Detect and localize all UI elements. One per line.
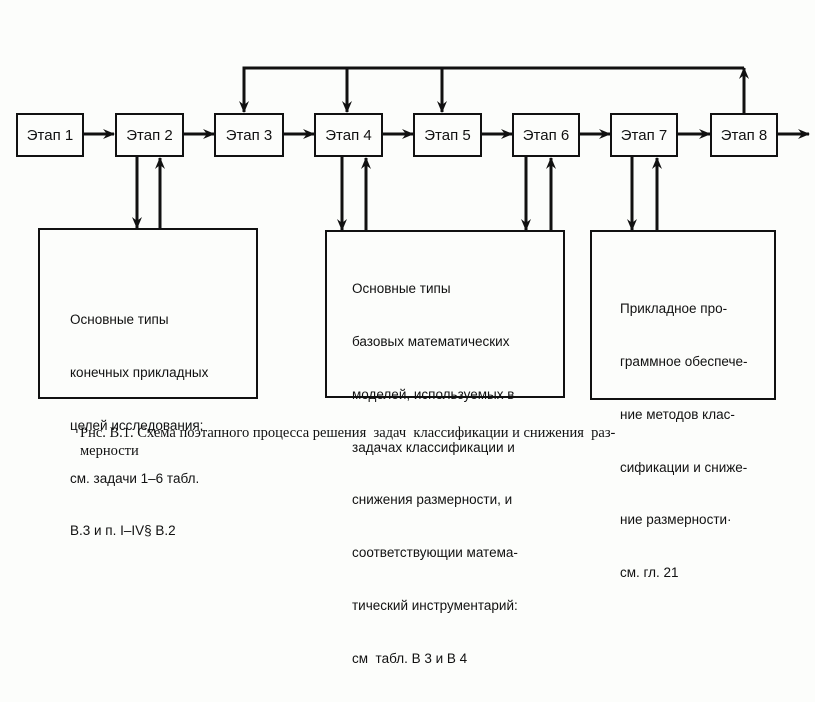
text-line: граммное обеспече-: [620, 353, 748, 369]
stage-1-box: Этап 1: [16, 113, 84, 157]
text-line: Основные типы: [352, 281, 451, 297]
feedback-line: [242, 66, 744, 112]
text-line: ние размерности·: [620, 512, 732, 528]
stage-label: Этап 1: [26, 126, 74, 144]
info-goals-text: Основные типы конечных прикладных целей …: [70, 276, 208, 575]
info-models-text: Основные типы базовых математических мод…: [352, 245, 518, 702]
info-box-goals: Основные типы конечных прикладных целей …: [38, 228, 258, 538]
text-line: Основные типы: [70, 312, 169, 328]
stage-8-box: Этап 8: [710, 113, 778, 157]
text-line: Прикладное про-: [620, 301, 728, 317]
text-line: целей исследования:: [70, 417, 204, 433]
caption-line-2: мерности: [80, 443, 139, 459]
stage-label: Этап 5: [424, 126, 471, 144]
text-line: моделей, используемых в: [352, 386, 515, 402]
stage-label: Этап 4: [325, 126, 372, 144]
text-line: конечных прикладных: [70, 364, 209, 380]
stage-7-box: Этап 7: [610, 113, 678, 157]
text-line: снижения размерности, и: [352, 492, 513, 508]
caption-line-1: Рнс. В.1. Схема поэтапного процесса реше…: [80, 425, 616, 441]
stage-label: Этап 8: [720, 126, 768, 144]
figure-caption: Рнс. В.1. Схема поэтапного процесса реше…: [80, 424, 760, 460]
stage-label: Этап 2: [126, 126, 173, 144]
text-line: В.3 и п. I–IV§ В.2: [70, 523, 176, 539]
text-line: базовых математических: [352, 333, 510, 349]
text-line: соответствующии матема-: [352, 545, 518, 561]
text-line: задачах классификации и: [352, 439, 515, 455]
stage-label: Этап 3: [225, 126, 273, 144]
stage-label: Этап 7: [620, 126, 668, 144]
stage-label: Этап 6: [522, 126, 570, 144]
text-line: см. задачи 1–6 табл.: [70, 470, 200, 486]
text-line: см. гл. 21: [620, 565, 679, 581]
stage-4-box: Этап 4: [314, 113, 383, 157]
info-box-software: Прикладное про- граммное обеспече- ние м…: [590, 230, 776, 580]
text-line: см табл. В 3 и В 4: [352, 650, 468, 666]
stage-3-box: Этап 3: [214, 113, 284, 157]
text-line: тический инструментарий:: [352, 597, 518, 613]
stage-2-box: Этап 2: [115, 113, 184, 157]
stage-6-box: Этап 6: [512, 113, 580, 157]
text-line: ние методов клас-: [620, 406, 735, 422]
info-box-models: Основные типы базовых математических мод…: [325, 230, 565, 666]
diagram-canvas: [84, 66, 810, 231]
stage-5-box: Этап 5: [413, 113, 482, 157]
text-line: сификации и сниже-: [620, 459, 748, 475]
